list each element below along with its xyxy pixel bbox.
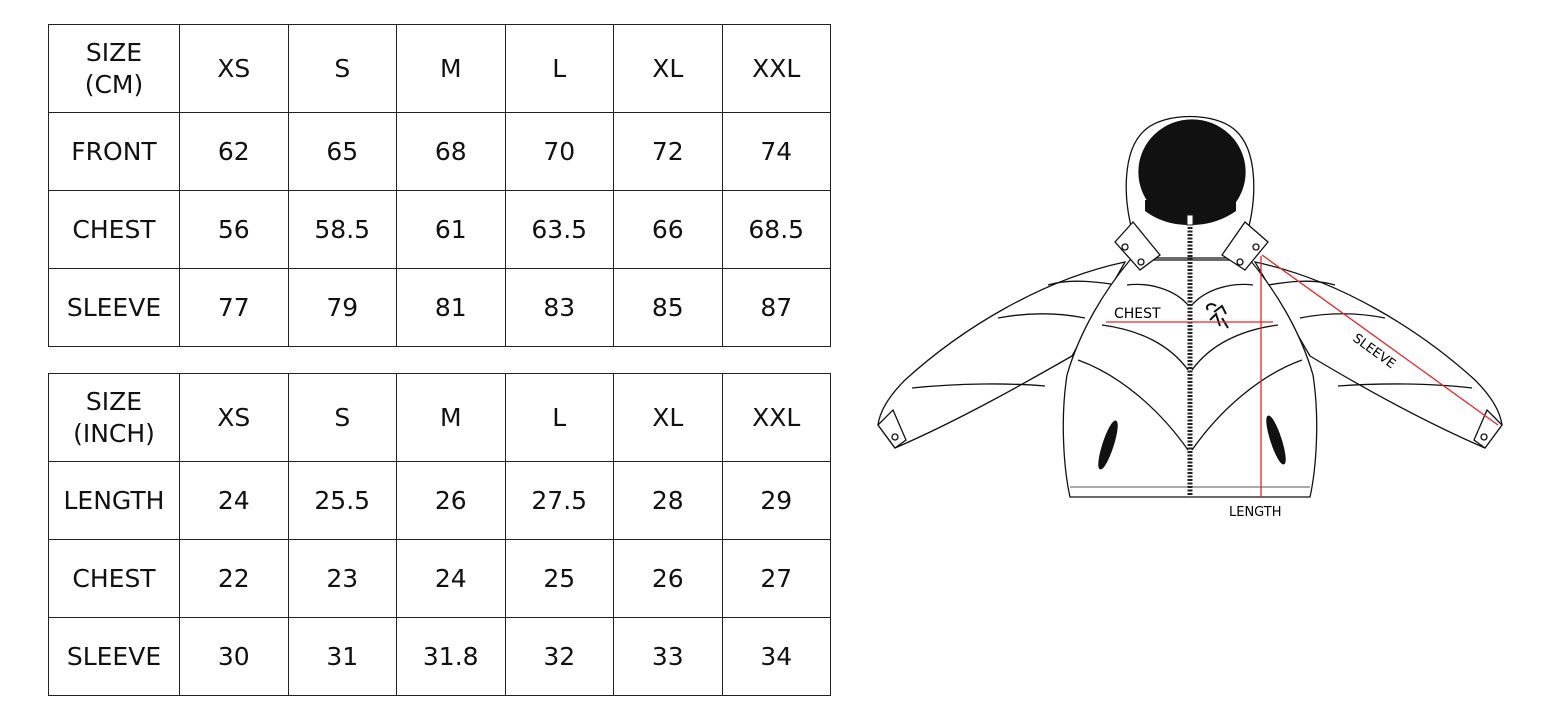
row-label-cell: SIZE (CM) [48, 24, 180, 113]
value-cell: 24 [179, 461, 289, 540]
value-cell: 61 [396, 190, 506, 269]
left-sleeve [877, 261, 1127, 449]
value-cell: 70 [504, 112, 614, 191]
value-cell: 66 [613, 190, 723, 269]
brand-logo [1206, 303, 1229, 329]
left-collar-tab [1114, 221, 1161, 271]
length-label: LENGTH [1229, 505, 1282, 520]
row-label-cell: CHEST [48, 190, 180, 269]
value-cell: 68 [396, 112, 506, 191]
value-cell: 62 [179, 112, 289, 191]
value-cell: 32 [504, 617, 614, 696]
value-cell: 27 [721, 539, 831, 618]
value-cell: 24 [396, 539, 506, 618]
right-collar-tab [1221, 221, 1269, 271]
value-cell: 87 [721, 268, 831, 347]
row-label-cell: LENGTH [48, 461, 180, 540]
row-label-cell: CHEST [48, 539, 180, 618]
value-cell: 65 [287, 112, 397, 191]
row-label-cell: SLEEVE [48, 268, 180, 347]
value-cell: XL [613, 24, 723, 113]
right-sleeve [1253, 261, 1503, 449]
chest-label: CHEST [1114, 306, 1161, 322]
row-label-cell: SLEEVE [48, 617, 180, 696]
value-cell: M [396, 373, 506, 462]
value-cell: 79 [287, 268, 397, 347]
value-cell: 77 [179, 268, 289, 347]
value-cell: 30 [179, 617, 289, 696]
value-cell: L [504, 373, 614, 462]
value-cell: 27.5 [504, 461, 614, 540]
value-cell: XXL [721, 373, 831, 462]
value-cell: 25.5 [287, 461, 397, 540]
value-cell: 31.8 [396, 617, 506, 696]
row-label-cell: FRONT [48, 112, 180, 191]
measurement-lines [1106, 254, 1499, 497]
value-cell: 85 [613, 268, 723, 347]
value-cell: XXL [721, 24, 831, 113]
value-cell: XS [179, 373, 289, 462]
value-cell: 58.5 [287, 190, 397, 269]
row-label-cell: SIZE (INCH) [48, 373, 180, 462]
value-cell: 34 [721, 617, 831, 696]
jacket-outline [877, 115, 1503, 498]
value-cell: 83 [504, 268, 614, 347]
sleeve-measure-line [1261, 254, 1499, 426]
value-cell: XL [613, 373, 723, 462]
value-cell: 22 [179, 539, 289, 618]
value-cell: 81 [396, 268, 506, 347]
value-cell: 56 [179, 190, 289, 269]
value-cell: S [287, 24, 397, 113]
value-cell: 28 [613, 461, 723, 540]
value-cell: 26 [613, 539, 723, 618]
value-cell: 23 [287, 539, 397, 618]
value-cell: 68.5 [721, 190, 831, 269]
value-cell: 74 [721, 112, 831, 191]
value-cell: 31 [287, 617, 397, 696]
value-cell: S [287, 373, 397, 462]
